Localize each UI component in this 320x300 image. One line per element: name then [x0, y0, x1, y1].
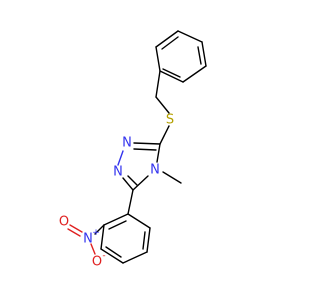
bond: [127, 213, 151, 229]
triazole-n2-label: N: [122, 136, 132, 151]
n-methyl-bond: [162, 171, 182, 184]
bond: [103, 213, 129, 226]
sulfur-c3-bond: [159, 125, 170, 145]
triazole-n1-label: N: [113, 165, 123, 180]
triazole-ring: [117, 142, 161, 191]
double-bond-inner: [105, 246, 122, 258]
nitro-nitrogen-atom: N +: [83, 228, 100, 247]
bond: [159, 70, 184, 83]
bond: [132, 175, 149, 191]
double-bond-inner: [133, 148, 157, 151]
nitro-o-double-label: O: [59, 215, 69, 230]
triazole-n2-atom: N: [122, 136, 132, 151]
bond: [100, 248, 124, 264]
nitrophenyl-ring: [100, 213, 151, 264]
nitro-n-o-single-bond: [90, 243, 96, 255]
bond: [122, 251, 148, 264]
double-bond-inner: [197, 46, 202, 65]
nitro-n-o-double-bond: [69, 224, 83, 233]
bond: [133, 142, 161, 145]
aryl-nitro-bond: [94, 224, 105, 235]
benzyl-phenyl-ring: [155, 30, 207, 83]
bond: [100, 224, 105, 250]
triazole-n4-label: N: [150, 163, 160, 178]
ch2-sulfur-bond: [155, 96, 170, 114]
nitro-n-label: N: [83, 232, 93, 247]
triazole-n1-atom: N: [113, 165, 123, 180]
triazole-aryl-bond: [127, 189, 134, 215]
bond: [155, 46, 161, 72]
triazole-n4-atom: N: [150, 163, 160, 178]
nitro-n-charge: +: [92, 228, 100, 238]
bond: [182, 65, 207, 83]
bond: [177, 30, 203, 43]
molecule-structure-diagram: S N N N N + O O -: [59, 30, 207, 270]
nitro-oxygen-single-atom: O -: [92, 251, 106, 270]
double-bond-inner: [142, 231, 146, 250]
bond: [156, 143, 161, 163]
bond: [122, 177, 134, 191]
nitro-o-single-label: O: [92, 255, 102, 270]
bond: [201, 41, 207, 67]
double-bond-inner: [162, 68, 181, 78]
benzyl-ch2-bond: [155, 70, 161, 98]
bond: [155, 30, 179, 48]
double-bond-inner: [108, 220, 127, 230]
bond: [146, 227, 151, 253]
sulfur-label: S: [166, 113, 174, 128]
sulfur-atom: S: [166, 113, 174, 128]
double-bond-inner: [127, 175, 138, 186]
nitro-n-o-double-bond-inner: [67, 228, 81, 237]
bond: [117, 150, 124, 166]
double-bond-inner: [161, 36, 179, 50]
nitro-o-charge: -: [102, 251, 105, 261]
nitro-oxygen-double-atom: O: [59, 215, 69, 230]
